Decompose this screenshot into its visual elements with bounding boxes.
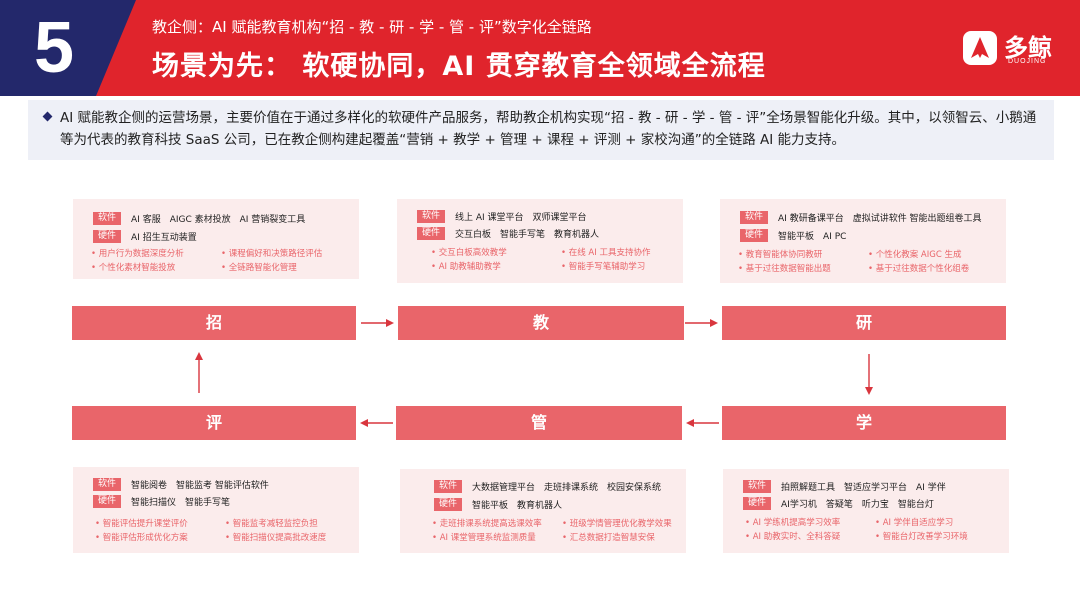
hardware-row: 硬件 智能平板 AI PC bbox=[740, 228, 846, 242]
benefit-item: • 个性化素材智能投放 bbox=[91, 263, 176, 273]
software-items: 大数据管理平台 走班排课系统 校园安保系统 bbox=[472, 482, 662, 493]
benefit-item: • 智能手写笔辅助学习 bbox=[561, 262, 646, 272]
hardware-tag: 硬件 bbox=[740, 228, 769, 242]
stage-jiao: 教 bbox=[398, 306, 684, 340]
benefit-item: • AI 课堂管理系统监测质量 bbox=[432, 533, 536, 543]
stage-yan: 研 bbox=[722, 306, 1006, 340]
benefit-item: • AI 学伴自适应学习 bbox=[875, 518, 954, 528]
intro-box: AI 赋能教企侧的运营场景，主要价值在于通过多样化的软硬件产品服务，帮助教企机构… bbox=[28, 100, 1054, 160]
header-kicker: 教企侧：AI 赋能教育机构“招 - 教 - 研 - 学 - 管 - 评”数字化全… bbox=[152, 18, 592, 36]
logo-subtext: DUOJING bbox=[1008, 58, 1047, 65]
benefit-list: • 交互白板高效教学 • 在线 AI 工具支持协作 • AI 助教辅助教学 • … bbox=[431, 247, 687, 273]
benefit-item: • 课程偏好和决策路径评估 bbox=[221, 249, 323, 259]
arrow-right-icon bbox=[361, 319, 394, 327]
card-xue: 软件 拍照解题工具 智适应学习平台 AI 学伴 硬件 AI学习机 答疑笔 听力宝… bbox=[723, 469, 1009, 553]
software-items: 拍照解题工具 智适应学习平台 AI 学伴 bbox=[781, 482, 946, 493]
card-ping: 软件 智能阅卷 智能监考 智能评估软件 硬件 智能扫描仪 智能手写笔 • 智能评… bbox=[73, 467, 359, 553]
benefit-item: • 智能评估形成优化方案 bbox=[95, 533, 188, 543]
arrow-left-icon bbox=[686, 419, 719, 427]
hardware-row: 硬件 AI学习机 答疑笔 听力宝 智能台灯 bbox=[743, 496, 934, 510]
benefit-list: • 智能评估提升课堂评价 • 智能监考减轻监控负担 • 智能评估形成优化方案 •… bbox=[95, 518, 351, 544]
benefit-item: • 走班排课系统提高选课效率 bbox=[432, 519, 542, 529]
software-row: 软件 线上 AI 课堂平台 双师课堂平台 bbox=[417, 209, 587, 223]
hardware-tag: 硬件 bbox=[93, 229, 122, 243]
hardware-row: 硬件 智能扫描仪 智能手写笔 bbox=[93, 494, 230, 508]
software-tag: 软件 bbox=[417, 209, 446, 223]
hardware-items: 智能扫描仪 智能手写笔 bbox=[131, 497, 231, 508]
benefit-item: • 智能监考减轻监控负担 bbox=[225, 519, 318, 529]
section-number: 5 bbox=[33, 8, 75, 88]
software-row: 软件 大数据管理平台 走班排课系统 校园安保系统 bbox=[434, 479, 661, 493]
benefit-list: • AI 学练机提高学习效率 • AI 学伴自适应学习 • AI 助教实时、全科… bbox=[745, 517, 1001, 543]
section-number-badge bbox=[0, 0, 96, 96]
software-items: AI 教研备课平台 虚拟试讲软件 智能出题组卷工具 bbox=[778, 213, 982, 224]
benefit-item: • 个性化教案 AIGC 生成 bbox=[868, 250, 962, 260]
benefit-item: • 教育智能体协同教研 bbox=[738, 250, 823, 260]
hardware-items: 智能平板 教育机器人 bbox=[472, 500, 563, 511]
benefit-list: • 走班排课系统提高选课效率 • 班级学情管理优化教学效果 • AI 课堂管理系… bbox=[432, 518, 688, 544]
hardware-tag: 硬件 bbox=[417, 226, 446, 240]
card-zhao: 软件 AI 客服 AIGC 素材投放 AI 营销裂变工具 硬件 AI 招生互动装… bbox=[73, 199, 359, 279]
software-row: 软件 AI 客服 AIGC 素材投放 AI 营销裂变工具 bbox=[93, 211, 305, 225]
stage-ping: 评 bbox=[72, 406, 356, 440]
software-tag: 软件 bbox=[93, 477, 122, 491]
hardware-items: AI 招生互动装置 bbox=[131, 232, 197, 243]
software-row: 软件 拍照解题工具 智适应学习平台 AI 学伴 bbox=[743, 479, 946, 493]
hardware-tag: 硬件 bbox=[93, 494, 122, 508]
software-items: AI 客服 AIGC 素材投放 AI 营销裂变工具 bbox=[131, 214, 306, 225]
software-items: 智能阅卷 智能监考 智能评估软件 bbox=[131, 480, 269, 491]
card-jiao: 软件 线上 AI 课堂平台 双师课堂平台 硬件 交互白板 智能手写笔 教育机器人… bbox=[397, 199, 683, 283]
card-guan: 软件 大数据管理平台 走班排课系统 校园安保系统 硬件 智能平板 教育机器人 •… bbox=[400, 469, 686, 553]
hardware-row: 硬件 智能平板 教育机器人 bbox=[434, 497, 562, 511]
arrow-left-icon bbox=[360, 419, 393, 427]
software-tag: 软件 bbox=[740, 210, 769, 224]
benefit-item: • 全链路智能化管理 bbox=[221, 263, 297, 273]
software-row: 软件 智能阅卷 智能监考 智能评估软件 bbox=[93, 477, 269, 491]
benefit-item: • 交互白板高效教学 bbox=[431, 248, 507, 258]
software-items: 线上 AI 课堂平台 双师课堂平台 bbox=[455, 212, 587, 223]
card-yan: 软件 AI 教研备课平台 虚拟试讲软件 智能出题组卷工具 硬件 智能平板 AI … bbox=[720, 199, 1006, 283]
intro-text: AI 赋能教企侧的运营场景，主要价值在于通过多样化的软硬件产品服务，帮助教企机构… bbox=[60, 110, 1037, 148]
duojing-logo: 多鲸 DUOJING bbox=[962, 24, 1062, 72]
hardware-tag: 硬件 bbox=[743, 496, 772, 510]
benefit-item: • AI 学练机提高学习效率 bbox=[745, 518, 841, 528]
header-banner bbox=[0, 0, 1080, 96]
logo-text: 多鲸 bbox=[1004, 34, 1052, 62]
benefit-item: • 基于过往数据智能出题 bbox=[738, 264, 831, 274]
benefit-item: • AI 助教辅助教学 bbox=[431, 262, 501, 272]
software-tag: 软件 bbox=[93, 211, 122, 225]
software-tag: 软件 bbox=[434, 479, 463, 493]
stage-guan: 管 bbox=[396, 406, 682, 440]
benefit-list: • 用户行为数据深度分析 • 课程偏好和决策路径评估 • 个性化素材智能投放 •… bbox=[91, 248, 347, 274]
hardware-row: 硬件 交互白板 智能手写笔 教育机器人 bbox=[417, 226, 599, 240]
hardware-items: 智能平板 AI PC bbox=[778, 231, 847, 242]
diamond-bullet-icon bbox=[42, 111, 53, 122]
software-tag: 软件 bbox=[743, 479, 772, 493]
benefit-item: • 智能扫描仪提高批改速度 bbox=[225, 533, 327, 543]
benefit-item: • 班级学情管理优化教学效果 bbox=[562, 519, 672, 529]
hardware-items: 交互白板 智能手写笔 教育机器人 bbox=[455, 229, 600, 240]
whale-logo-icon bbox=[963, 31, 997, 65]
benefit-list: • 教育智能体协同教研 • 个性化教案 AIGC 生成 • 基于过往数据智能出题… bbox=[738, 249, 994, 275]
page-title: 场景为先： 软硬协同，AI 贯穿教育全领域全流程 bbox=[152, 51, 766, 82]
benefit-item: • 用户行为数据深度分析 bbox=[91, 249, 184, 259]
software-row: 软件 AI 教研备课平台 虚拟试讲软件 智能出题组卷工具 bbox=[740, 210, 982, 224]
benefit-item: • 基于过往数据个性化组卷 bbox=[868, 264, 970, 274]
stage-zhao: 招 bbox=[72, 306, 356, 340]
stage-xue: 学 bbox=[722, 406, 1006, 440]
benefit-item: • 智能评估提升课堂评价 bbox=[95, 519, 188, 529]
header-navy-wedge bbox=[96, 0, 136, 96]
arrow-right-icon bbox=[685, 319, 718, 327]
benefit-item: • 智能台灯改善学习环境 bbox=[875, 532, 968, 542]
arrow-down-icon bbox=[865, 354, 873, 395]
hardware-tag: 硬件 bbox=[434, 497, 463, 511]
benefit-item: • 汇总数据打造智慧安保 bbox=[562, 533, 655, 543]
benefit-item: • AI 助教实时、全科答疑 bbox=[745, 532, 841, 542]
arrow-up-icon bbox=[195, 352, 203, 393]
hardware-items: AI学习机 答疑笔 听力宝 智能台灯 bbox=[781, 499, 934, 510]
benefit-item: • 在线 AI 工具支持协作 bbox=[561, 248, 651, 258]
hardware-row: 硬件 AI 招生互动装置 bbox=[93, 229, 197, 243]
